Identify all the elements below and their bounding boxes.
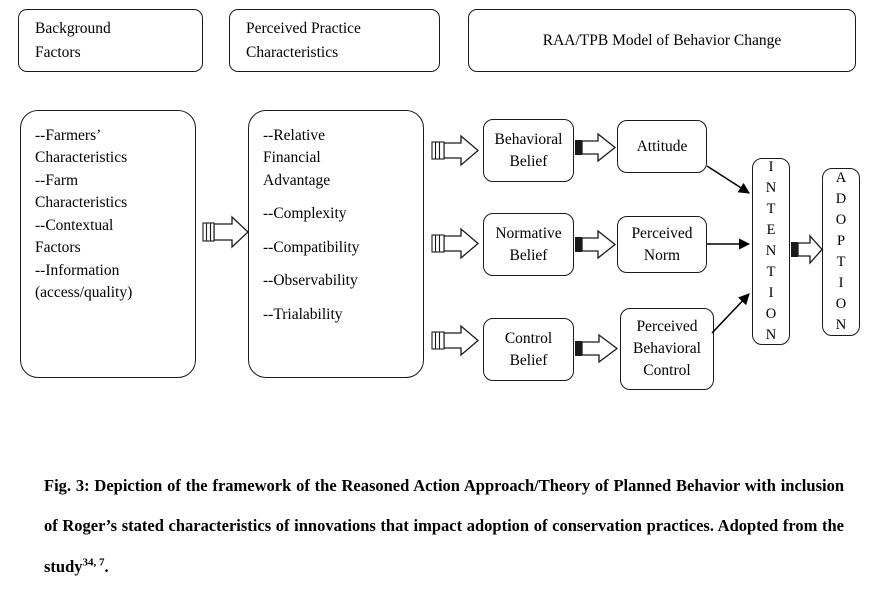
node-label-attitude: Attitude (636, 137, 688, 155)
practice-characteristic-item: --Observability (263, 272, 358, 290)
node-behavioral-belief: Behavioral Belief (483, 119, 574, 182)
background-factor-item: --Information (access/quality) (35, 261, 133, 302)
figure-caption-tail: . (104, 556, 109, 576)
practice-characteristic-item: --Trialability (263, 305, 343, 323)
node-adoption: A D O P T I O N (822, 168, 860, 336)
arrow-practice-to-normative-belief (431, 227, 480, 260)
figure-caption: Fig. 3: Depiction of the framework of th… (44, 466, 844, 587)
node-label-adoption: A D O P T I O N (835, 169, 847, 334)
node-label-behavioral-belief: Behavioral Belief (494, 130, 563, 170)
header-label-background-factors: Background Factors (35, 20, 111, 61)
header-label-perceived-practice-characteristics: Perceived Practice Characteristics (246, 20, 361, 61)
arrow-normative-belief-to-perceived-norm (575, 229, 617, 260)
node-label-control-belief: Control Belief (504, 329, 553, 369)
node-label-normative-belief: Normative Belief (495, 224, 562, 264)
node-control-belief: Control Belief (483, 318, 574, 381)
background-factor-item: --Farm Characteristics (35, 171, 128, 212)
node-label-perceived-behavioral-control: Perceived Behavioral Control (632, 318, 701, 379)
line-perceived-behavioral-control-to-intention (711, 293, 750, 334)
header-box-raa-tpb-model: RAA/TPB Model of Behavior Change (468, 9, 856, 72)
practice-characteristics-box: --Relative Financial Advantage --Complex… (248, 110, 424, 378)
node-intention: I N T E N T I O N (752, 158, 790, 345)
arrow-practice-to-control-belief (431, 324, 480, 357)
figure-caption-superscript: 34, 7 (82, 556, 105, 568)
header-box-perceived-practice-characteristics: Perceived Practice Characteristics (229, 9, 440, 72)
node-perceived-norm: Perceived Norm (617, 216, 707, 273)
figure-caption-text: Fig. 3: Depiction of the framework of th… (44, 476, 844, 576)
background-factor-item: --Contextual Factors (35, 216, 114, 257)
arrow-behavioral-belief-to-attitude (575, 132, 617, 163)
background-factor-item: --Farmers’ Characteristics (35, 127, 128, 167)
practice-characteristic-item: --Complexity (263, 205, 347, 223)
background-factors-list: --Farmers’ Characteristics --Farm Charac… (21, 111, 142, 305)
header-label-raa-tpb-model: RAA/TPB Model of Behavior Change (542, 31, 782, 49)
arrow-practice-to-behavioral-belief (431, 134, 480, 167)
line-attitude-to-intention (706, 165, 750, 194)
node-normative-belief: Normative Belief (483, 213, 574, 276)
node-attitude: Attitude (617, 120, 707, 173)
background-factors-box: --Farmers’ Characteristics --Farm Charac… (20, 110, 196, 378)
node-label-intention: I N T E N T I O N (765, 158, 777, 344)
header-box-background-factors: Background Factors (18, 9, 203, 72)
node-perceived-behavioral-control: Perceived Behavioral Control (620, 308, 714, 390)
practice-characteristics-list: --Relative Financial Advantage --Complex… (249, 111, 369, 337)
arrow-intention-to-adoption (791, 234, 823, 265)
node-label-perceived-norm: Perceived Norm (631, 224, 693, 264)
arrow-background-to-practice (202, 215, 249, 249)
practice-characteristic-item: --Relative Financial Advantage (263, 127, 331, 189)
practice-characteristic-item: --Compatibility (263, 238, 360, 256)
arrow-control-belief-to-perceived-behavioral-control (575, 333, 619, 364)
